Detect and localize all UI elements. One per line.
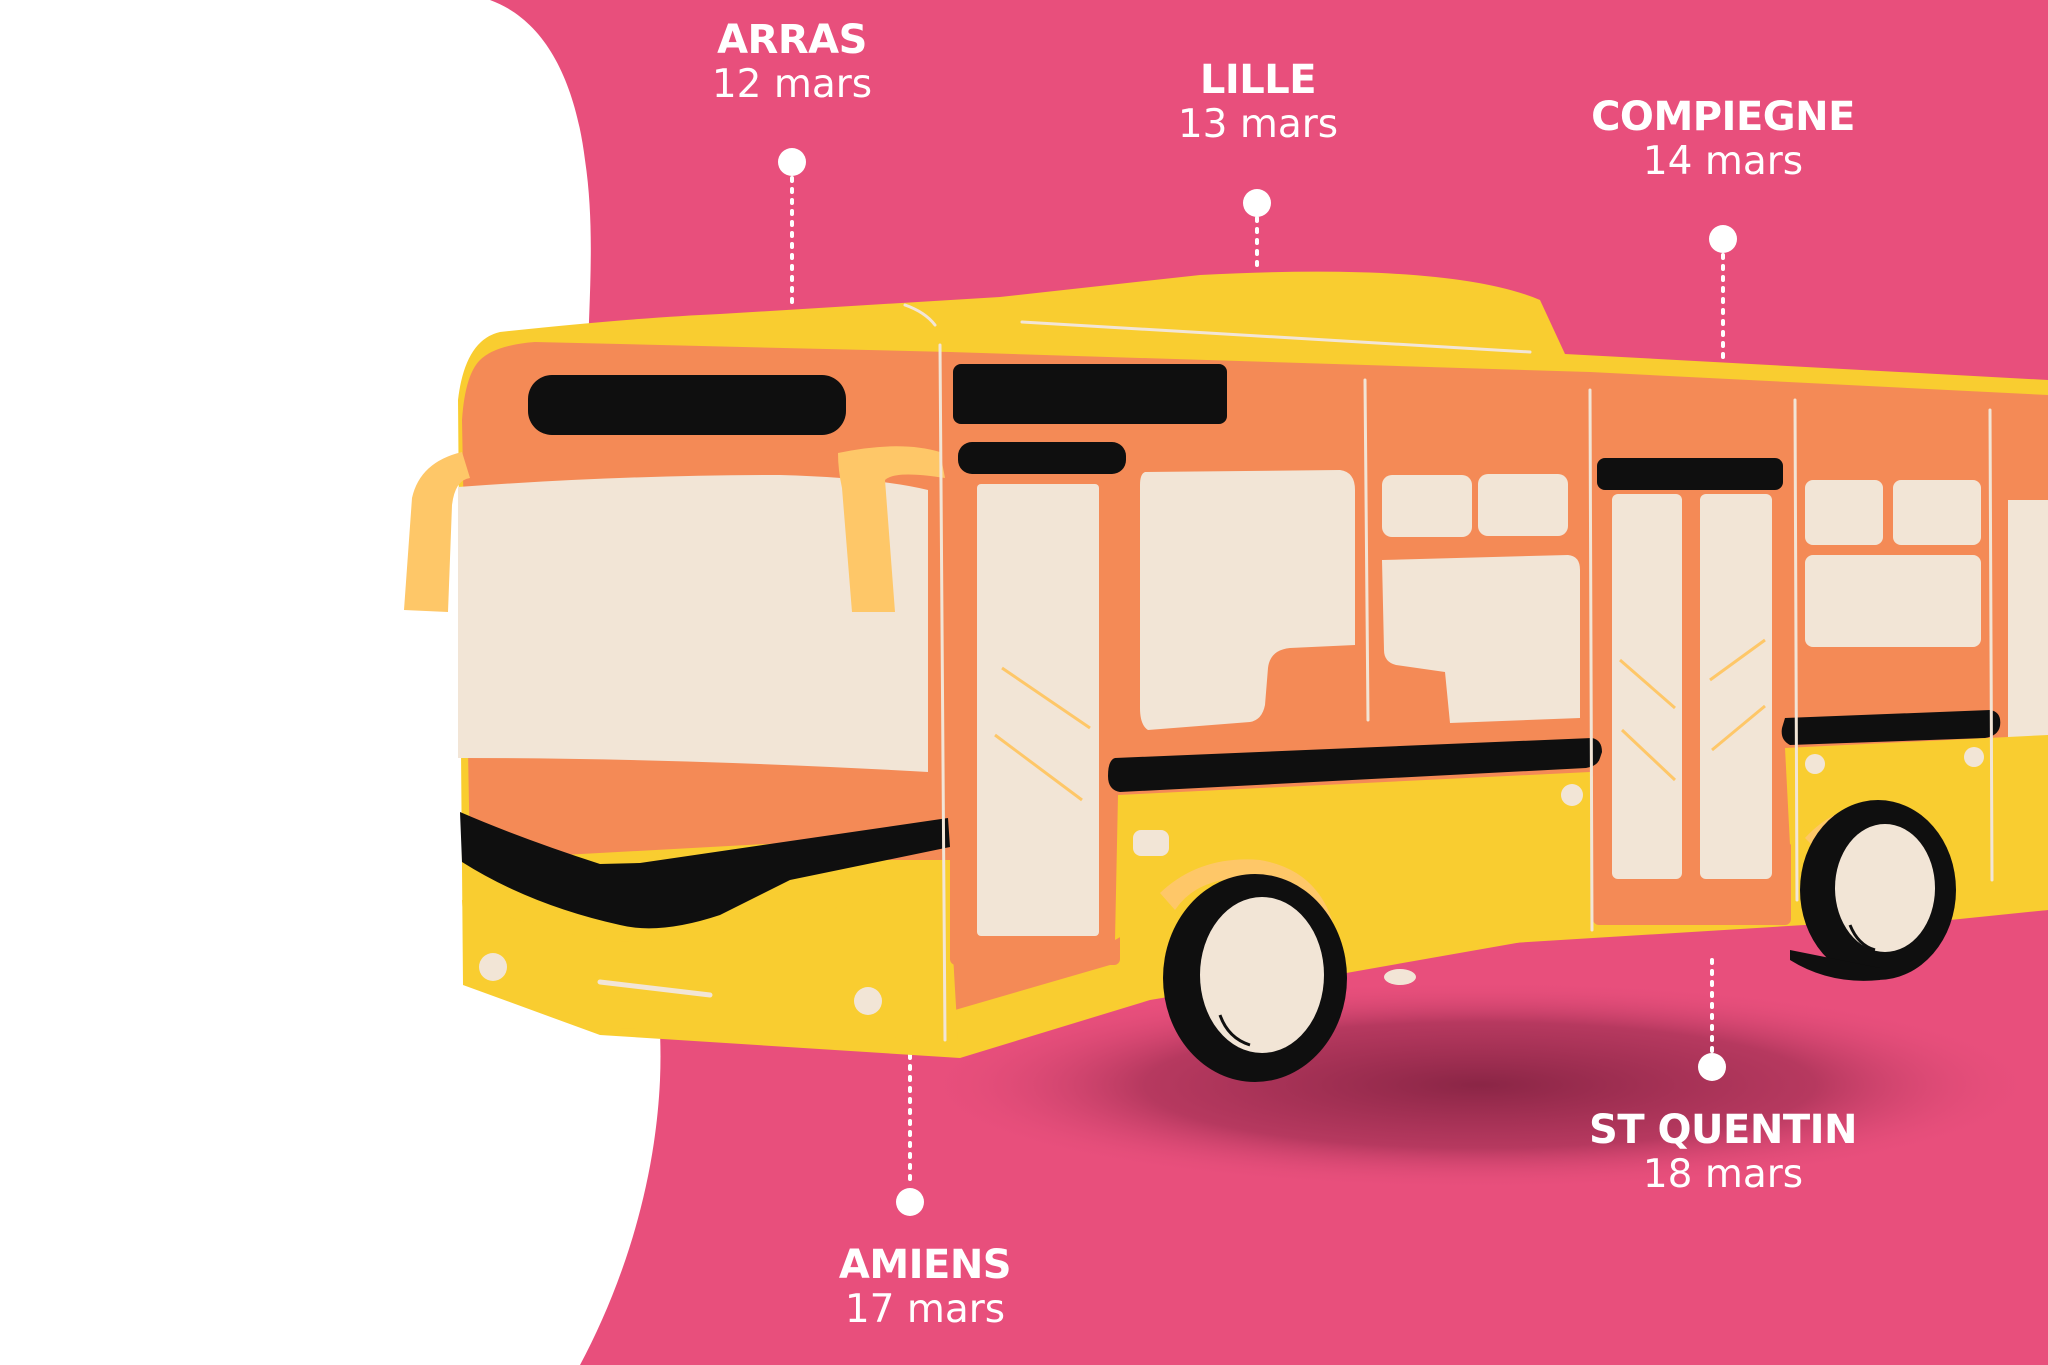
headlight-right xyxy=(854,987,882,1015)
connector-lines xyxy=(790,176,1725,1184)
dot-st-quentin xyxy=(1698,1053,1726,1081)
stop-city: LILLE xyxy=(1199,57,1317,103)
side-window-3b xyxy=(1893,480,1981,545)
side-window-2a xyxy=(1382,475,1472,537)
windshield xyxy=(458,475,928,772)
front-destination-sign xyxy=(528,375,846,435)
stop-amiens: AMIENS 17 mars xyxy=(755,1243,1095,1331)
rear-door-glass-right xyxy=(1700,494,1772,879)
stop-city: ST QUENTIN xyxy=(1589,1107,1857,1153)
dot-compiegne xyxy=(1709,225,1737,253)
marker-light-5 xyxy=(1384,969,1416,985)
front-door-top xyxy=(958,442,1126,474)
mirror-right xyxy=(838,446,945,612)
marker-light-3 xyxy=(1805,754,1825,774)
stop-arras: ARRAS 12 mars xyxy=(622,18,962,106)
stop-st-quentin: ST QUENTIN 18 mars xyxy=(1553,1108,1893,1196)
side-window-2c xyxy=(1382,555,1580,723)
marker-light-4 xyxy=(1964,747,1984,767)
rear-door-top xyxy=(1597,458,1783,490)
panel-lines xyxy=(903,303,1994,1042)
bumper-highlight xyxy=(597,979,713,998)
stop-date: 14 mars xyxy=(1642,138,1804,184)
side-window-3c xyxy=(1805,555,1981,647)
stop-city: ARRAS xyxy=(717,17,867,63)
dot-lille xyxy=(1243,189,1271,217)
lower-panel-rear xyxy=(1785,735,2048,920)
front-bumper xyxy=(460,812,950,929)
marker-light-1 xyxy=(1133,830,1169,856)
dot-arras xyxy=(778,148,806,176)
side-destination-sign xyxy=(953,364,1227,424)
front-door-glass xyxy=(977,484,1099,936)
bus xyxy=(404,271,2048,1082)
stop-date: 12 mars xyxy=(711,61,873,107)
stop-date: 13 mars xyxy=(1177,101,1339,147)
rear-wheel xyxy=(1790,800,1956,981)
stop-lille: LILLE 13 mars xyxy=(1088,58,1428,146)
window-trim-rear xyxy=(1781,710,2001,745)
connector-dots xyxy=(778,148,1737,1216)
front-wheel xyxy=(1160,859,1347,1082)
stop-compiegne: COMPIEGNE 14 mars xyxy=(1553,95,1893,183)
side-window-2b xyxy=(1478,474,1568,536)
mirror-left xyxy=(404,452,470,612)
stop-date: 18 mars xyxy=(1642,1151,1804,1197)
headlight-left xyxy=(479,953,507,981)
side-window-3a xyxy=(1805,480,1883,545)
marker-light-2 xyxy=(1561,784,1583,806)
lower-panel-middle xyxy=(1115,772,1590,975)
stop-city: COMPIEGNE xyxy=(1591,94,1855,140)
stop-city: AMIENS xyxy=(838,1242,1012,1288)
rear-door-glass-left xyxy=(1612,494,1682,879)
front-skirt xyxy=(462,870,958,1040)
window-trim-middle xyxy=(1108,738,1602,792)
stop-date: 17 mars xyxy=(844,1286,1006,1332)
dot-amiens xyxy=(896,1188,924,1216)
side-window-1 xyxy=(1140,470,1355,730)
